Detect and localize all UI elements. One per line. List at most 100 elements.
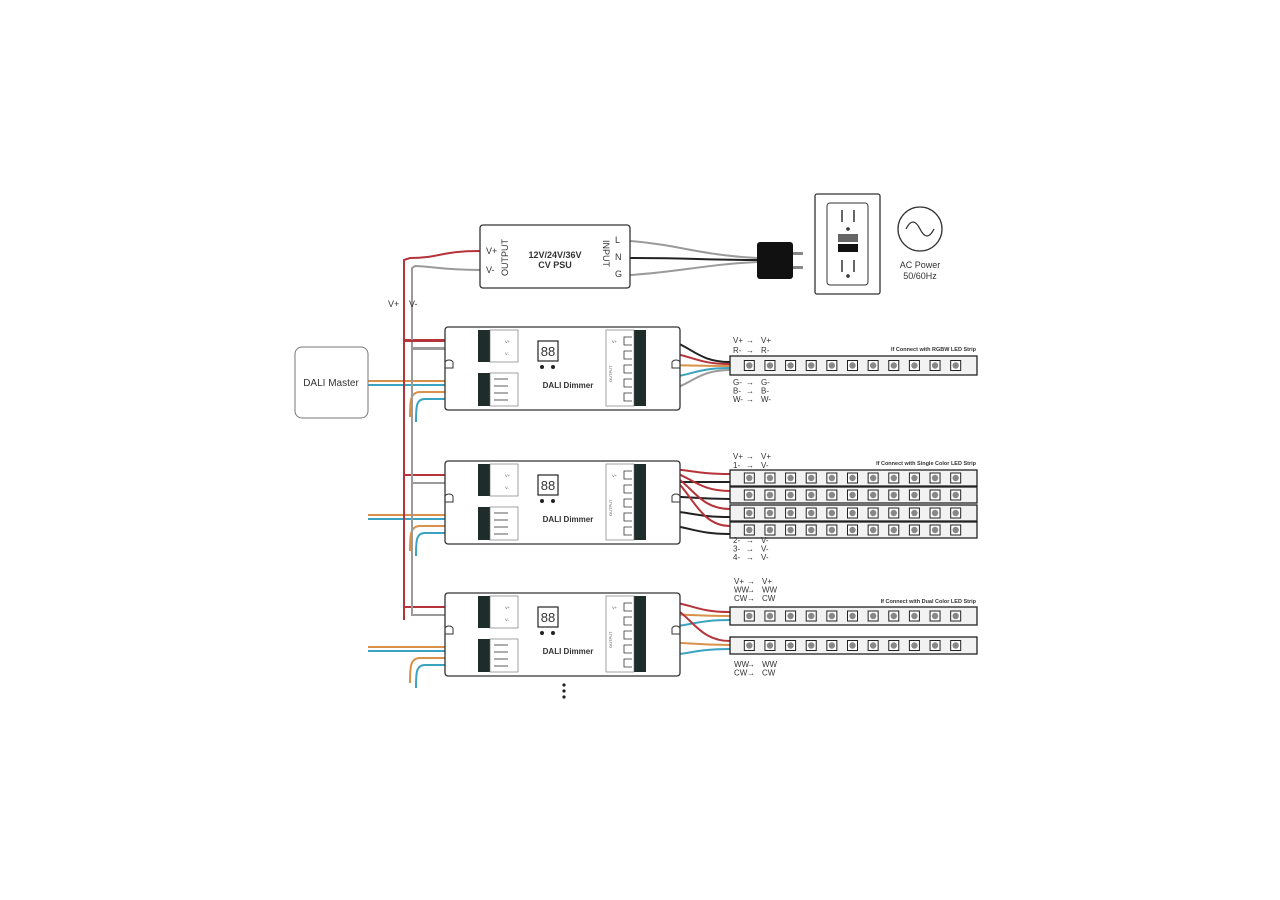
psu-title-1: 12V/24V/36V	[528, 250, 581, 260]
single-color-led-strip	[729, 521, 978, 539]
arrow-icon: →	[746, 545, 754, 554]
above-to: WW	[762, 586, 778, 595]
segment-display-value: 88	[541, 478, 555, 493]
terminal-block	[634, 464, 646, 540]
below-from: 3-	[733, 545, 740, 554]
above-to: V+	[761, 336, 771, 345]
dual-color-led-strip	[729, 636, 978, 655]
psu-vplus-label: V+	[486, 246, 497, 256]
below-to: V-	[761, 536, 769, 545]
dali-master-label: DALI Master	[303, 378, 359, 389]
ac-power: AC Power 50/60Hz	[897, 206, 943, 281]
below-to: V-	[761, 545, 769, 554]
wire-dali-out-1	[409, 657, 478, 684]
above-to: CW	[762, 594, 776, 603]
single-color-led-strip	[729, 504, 978, 522]
arrow-icon: →	[746, 387, 754, 396]
wire-dali-out-2	[415, 664, 478, 689]
arrow-icon: →	[747, 669, 755, 678]
above-from: R-	[733, 346, 742, 355]
strip-section-title: If Connect with Dual Color LED Strip	[881, 599, 977, 605]
dimmer-output-label: OUTPUT	[608, 631, 613, 648]
psu-l-label: L	[615, 235, 620, 245]
below-from: B-	[733, 387, 741, 396]
terminal-block	[478, 330, 490, 362]
psu-title-2: CV PSU	[538, 260, 572, 270]
terminal-block	[634, 596, 646, 672]
segment-display	[537, 606, 559, 628]
led-strips: If Connect with RGBW LED StripV+→V+R-→R-…	[729, 336, 978, 678]
terminal-block	[478, 507, 490, 540]
power-plug-icon	[757, 242, 803, 279]
terminal-block	[478, 596, 490, 628]
strip-section-title: If Connect with Single Color LED Strip	[876, 461, 977, 467]
wire-n	[629, 257, 758, 261]
dimmer-output-vplus-label: V+	[612, 339, 618, 344]
segment-display-value: 88	[541, 344, 555, 359]
above-from: WW	[734, 586, 750, 595]
psu-n-label: N	[615, 252, 622, 262]
arrow-icon: →	[747, 586, 755, 595]
terminal-block	[634, 330, 646, 406]
dimmer-vminus-label: V-	[505, 617, 509, 622]
below-to: B-	[761, 387, 769, 396]
segment-display	[537, 340, 559, 362]
button-icon	[551, 631, 555, 635]
arrow-icon: →	[746, 336, 754, 345]
ac-power-label: AC Power	[900, 260, 941, 270]
below-to: W-	[761, 395, 771, 404]
above-from: 1-	[733, 461, 740, 470]
button-icon	[551, 365, 555, 369]
arrow-icon: →	[746, 452, 754, 461]
above-to: V+	[762, 577, 772, 586]
cv-psu: V+ V- OUTPUT 12V/24V/36V CV PSU INPUT L …	[479, 224, 631, 289]
arrow-icon: →	[747, 594, 755, 603]
wall-outlet-icon	[814, 193, 881, 295]
dimmer-vplus-label: V+	[505, 339, 511, 344]
below-to: CW	[762, 669, 776, 678]
ac-frequency-label: 50/60Hz	[903, 271, 937, 281]
arrow-icon: →	[746, 461, 754, 470]
wire-l	[629, 240, 758, 259]
above-to: V-	[761, 461, 769, 470]
button-icon	[540, 499, 544, 503]
below-from: G-	[733, 378, 742, 387]
bus-vplus-label: V+	[388, 299, 399, 309]
psu-g-label: G	[615, 269, 622, 279]
dimmer-label: DALI Dimmer	[543, 515, 594, 524]
below-from: 2-	[733, 536, 740, 545]
below-from: WW	[734, 660, 750, 669]
arrow-icon: →	[746, 553, 754, 562]
dimmer-output-label: OUTPUT	[608, 365, 613, 382]
more-dimmers-ellipsis-icon	[562, 683, 566, 699]
wire-g	[629, 261, 758, 276]
dimmer-vminus-label: V-	[505, 485, 509, 490]
below-to: G-	[761, 378, 770, 387]
wire-dali-out-2	[415, 398, 478, 423]
terminal-block	[478, 464, 490, 496]
dimmer-output-label: OUTPUT	[608, 499, 613, 516]
above-from: V+	[733, 336, 743, 345]
button-icon	[551, 499, 555, 503]
dimmer-vplus-label: V+	[505, 473, 511, 478]
segment-display	[537, 474, 559, 496]
psu-input-label: INPUT	[601, 240, 611, 268]
dimmer-output-vplus-label: V+	[612, 473, 618, 478]
arrow-icon: →	[747, 577, 755, 586]
dual-color-led-strip	[729, 606, 978, 626]
arrow-icon: →	[746, 378, 754, 387]
arrow-icon: →	[746, 346, 754, 355]
single-color-led-strip	[729, 469, 978, 487]
strip-section-title: If Connect with RGBW LED Strip	[891, 347, 977, 353]
above-to: R-	[761, 346, 770, 355]
dimmer-vminus-label: V-	[505, 351, 509, 356]
wire-vplus	[403, 250, 481, 341]
above-from: V+	[733, 452, 743, 461]
dali-master: DALI Master	[294, 346, 369, 419]
below-to: WW	[762, 660, 778, 669]
dimmer-output-vplus-label: V+	[612, 605, 618, 610]
